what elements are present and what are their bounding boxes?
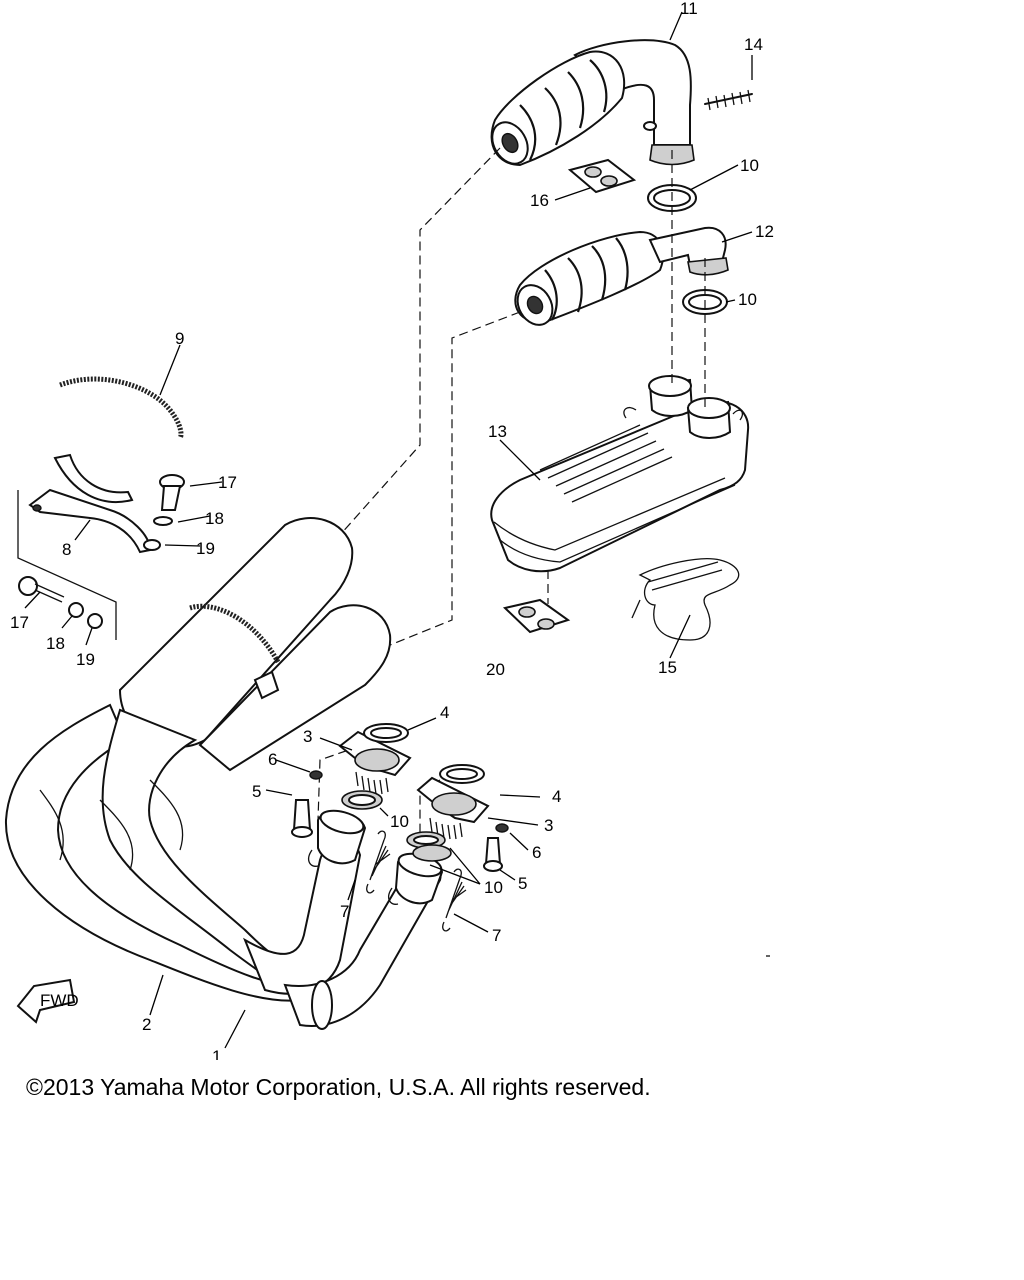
part-19-washer-top: [143, 539, 161, 551]
exhaust-parts-diagram: FWD 11 14 10: [4, 0, 774, 1060]
callout-15: 15: [658, 658, 677, 677]
callout-5: 5: [252, 782, 261, 801]
part-7-spring-left: [366, 830, 391, 894]
part-18-washer-lower: [68, 602, 84, 618]
part-8-bracket: [28, 453, 152, 554]
part-14-stud-bolt: [704, 89, 753, 111]
callout-18: 18: [205, 509, 224, 528]
callout-3: 3: [544, 816, 553, 835]
callout-numbers: 11 14 10 16 12 10 9 13 17 18 19 8 17 18 …: [10, 0, 774, 1060]
part-10-gasket-right-b: [412, 844, 452, 862]
part-5-bolt-right: [483, 837, 503, 872]
callout-17: 17: [218, 473, 237, 492]
part-18-washer-top: [153, 516, 173, 526]
callout-19: 19: [196, 539, 215, 558]
callout-2: 2: [142, 1015, 151, 1034]
part-17-bolt-lower: [18, 576, 65, 603]
hardware-group-box: [17, 490, 117, 640]
callout-20: 20: [486, 660, 505, 679]
copyright-notice: ©2013 Yamaha Motor Corporation, U.S.A. A…: [26, 1074, 651, 1100]
callout-10: 10: [484, 878, 503, 897]
part-5-bolt-left: [291, 799, 313, 838]
callout-7: 7: [492, 926, 501, 945]
fwd-label: FWD: [40, 991, 79, 1010]
callout-6: 6: [268, 750, 277, 769]
callout-14: 14: [744, 35, 763, 54]
callout-10: 10: [738, 290, 757, 309]
part-11-upper-muffler: [490, 39, 695, 167]
callout-11: 11: [680, 0, 698, 18]
callout-1: 1: [212, 1047, 221, 1060]
callout-19: 19: [76, 650, 95, 669]
part-9-heat-band: [59, 376, 184, 440]
callout-12: 12: [755, 222, 774, 241]
callout-6: 6: [532, 843, 541, 862]
callout-4: 4: [440, 703, 449, 722]
part-16-mount-plate: [567, 158, 637, 194]
callout-17: 17: [10, 613, 29, 632]
callout-18: 18: [46, 634, 65, 653]
callout-13: 13: [488, 422, 507, 441]
callout-8: 8: [62, 540, 71, 559]
callout-7: 7: [340, 902, 349, 921]
callout-10: 10: [390, 812, 409, 831]
part-3-flange-right: [416, 776, 490, 840]
callout-3: 3: [303, 727, 312, 746]
callout-4: 4: [552, 787, 561, 806]
leader-lines: [24, 11, 753, 1049]
part-1-2-exhaust-pipes: [4, 517, 444, 1030]
fwd-arrow-icon: FWD: [16, 978, 79, 1024]
part-20-mount-plate: [502, 598, 571, 634]
callout-9: 9: [175, 329, 184, 348]
callout-10: 10: [740, 156, 759, 175]
part-19-washer-lower: [87, 613, 103, 629]
callout-16: 16: [530, 191, 549, 210]
part-7-spring-right: [442, 868, 467, 932]
callout-5: 5: [518, 874, 527, 893]
part-12-muffler: [514, 226, 729, 326]
part-3-flange-left: [338, 730, 412, 795]
part-17-bolt-top: [159, 474, 185, 511]
part-6-washer-left: [309, 770, 323, 780]
part-6-washer-right: [495, 823, 509, 833]
part-15-wire-clip: [631, 558, 740, 641]
part-13-muffler-box: [490, 375, 750, 573]
